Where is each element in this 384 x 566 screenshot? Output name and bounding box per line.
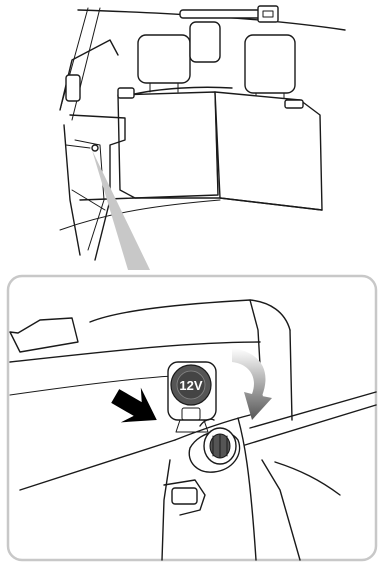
left-headrest (138, 35, 190, 92)
socket-cap-label: 12V (179, 378, 202, 393)
right-headrest (245, 35, 295, 103)
rear-seat-backs (118, 87, 322, 210)
side-trim-panel (64, 115, 125, 260)
vehicle-interior-view (60, 6, 345, 270)
rear-view-mirror (180, 6, 278, 22)
detail-view: 12V (8, 276, 376, 560)
center-headrest (190, 22, 220, 62)
